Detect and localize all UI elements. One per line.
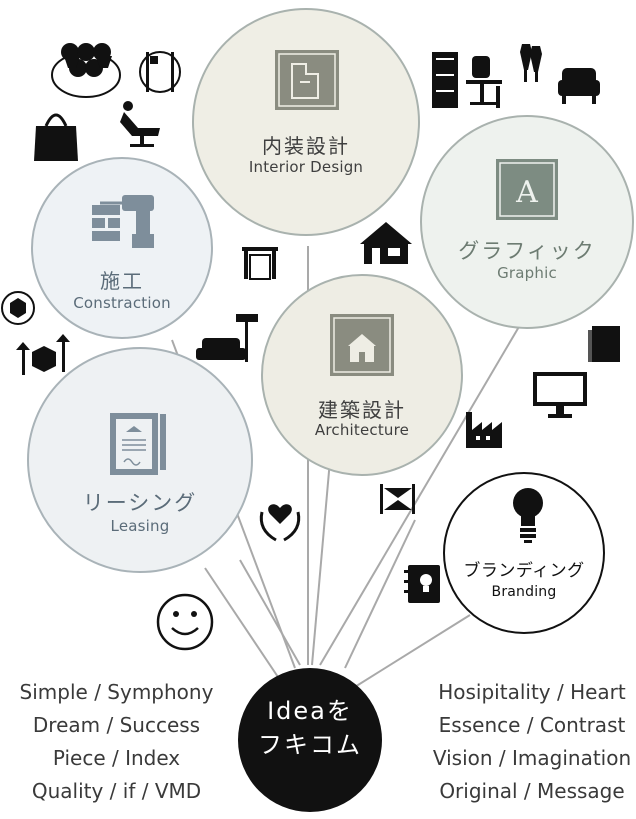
line-leasing (204, 567, 281, 681)
keywords-left: Simple / Symphony Dream / Success Piece … (14, 676, 219, 808)
keywords-right: Hosipitality / Heart Essence / Contrast … (432, 676, 632, 808)
center-label: Ideaを フキコム (240, 694, 380, 762)
hands-heart-icon (259, 504, 301, 542)
sign-board-icon (380, 484, 415, 514)
box-lift-icon (16, 334, 70, 375)
keyword-right-3: Vision / Imagination (432, 746, 632, 770)
sofa-lamp-icon (196, 314, 258, 362)
leasing-jp-label: リーシング (82, 491, 198, 515)
keyword-left-1: Simple / Symphony (19, 680, 214, 704)
box-rotate-icon (1, 291, 35, 325)
leasing-en-label: Leasing (110, 517, 170, 535)
contract-document-icon (110, 413, 166, 475)
center-line-1: Ideaを (267, 697, 353, 725)
factory-icon (466, 412, 502, 448)
keyword-left-2: Dream / Success (32, 713, 201, 737)
house-frame-icon (330, 314, 394, 376)
graphic-bubble[interactable] (420, 115, 634, 329)
interior-jp-label: 内装設計 (262, 134, 350, 158)
construction-en-label: Constraction (73, 294, 171, 312)
notebook-bulb-icon (404, 565, 440, 603)
branding-bubble[interactable] (443, 472, 605, 634)
graphic-en-label: Graphic (497, 264, 557, 282)
construction-jp-label: 施工 (100, 269, 144, 293)
letter-a-icon: A (496, 159, 558, 220)
line-branding (349, 614, 471, 691)
drill-bricks-icon (92, 195, 154, 248)
salon-chair-icon (120, 101, 160, 147)
center-line-2: フキコム (258, 731, 362, 759)
keyword-left-4: Quality / if / VMD (31, 779, 202, 803)
line-graphic (319, 324, 521, 666)
line-hands (239, 559, 301, 666)
lightbulb-icon (513, 488, 543, 543)
book-icon (588, 326, 620, 362)
armchair-icon (558, 68, 600, 104)
architecture-jp-label: 建築設計 (318, 398, 406, 422)
branding-en-label: Branding (491, 584, 557, 600)
cabinet-desk-chair-icon (432, 52, 502, 108)
monitor-icon (533, 372, 587, 418)
keyword-right-2: Essence / Contrast (438, 713, 626, 737)
graphic-jp-label: グラフィック (458, 239, 596, 263)
line-sign (344, 519, 416, 669)
keyword-right-1: Hosipitality / Heart (438, 680, 626, 704)
architecture-en-label: Architecture (314, 421, 410, 439)
mannequin-icon (520, 44, 542, 82)
letter-a-glyph: A (515, 175, 538, 210)
construction-bubble[interactable] (31, 157, 213, 339)
interior-bubble[interactable] (192, 8, 420, 236)
branding-jp-label: ブランディング (463, 561, 585, 581)
line-architecture (311, 459, 331, 666)
cutlery-icon (139, 51, 181, 93)
window-curtain-icon (242, 247, 278, 280)
center-bubble[interactable] (238, 668, 382, 812)
keyword-right-4: Original / Message (439, 779, 625, 803)
cupcakes-icon (51, 43, 121, 98)
interior-en-label: Interior Design (248, 158, 364, 176)
floorplan-icon (275, 50, 339, 110)
shopping-bag-icon (34, 113, 78, 161)
smiley-icon (156, 593, 214, 651)
keyword-left-3: Piece / Index (52, 746, 181, 770)
house-icon (360, 222, 412, 264)
